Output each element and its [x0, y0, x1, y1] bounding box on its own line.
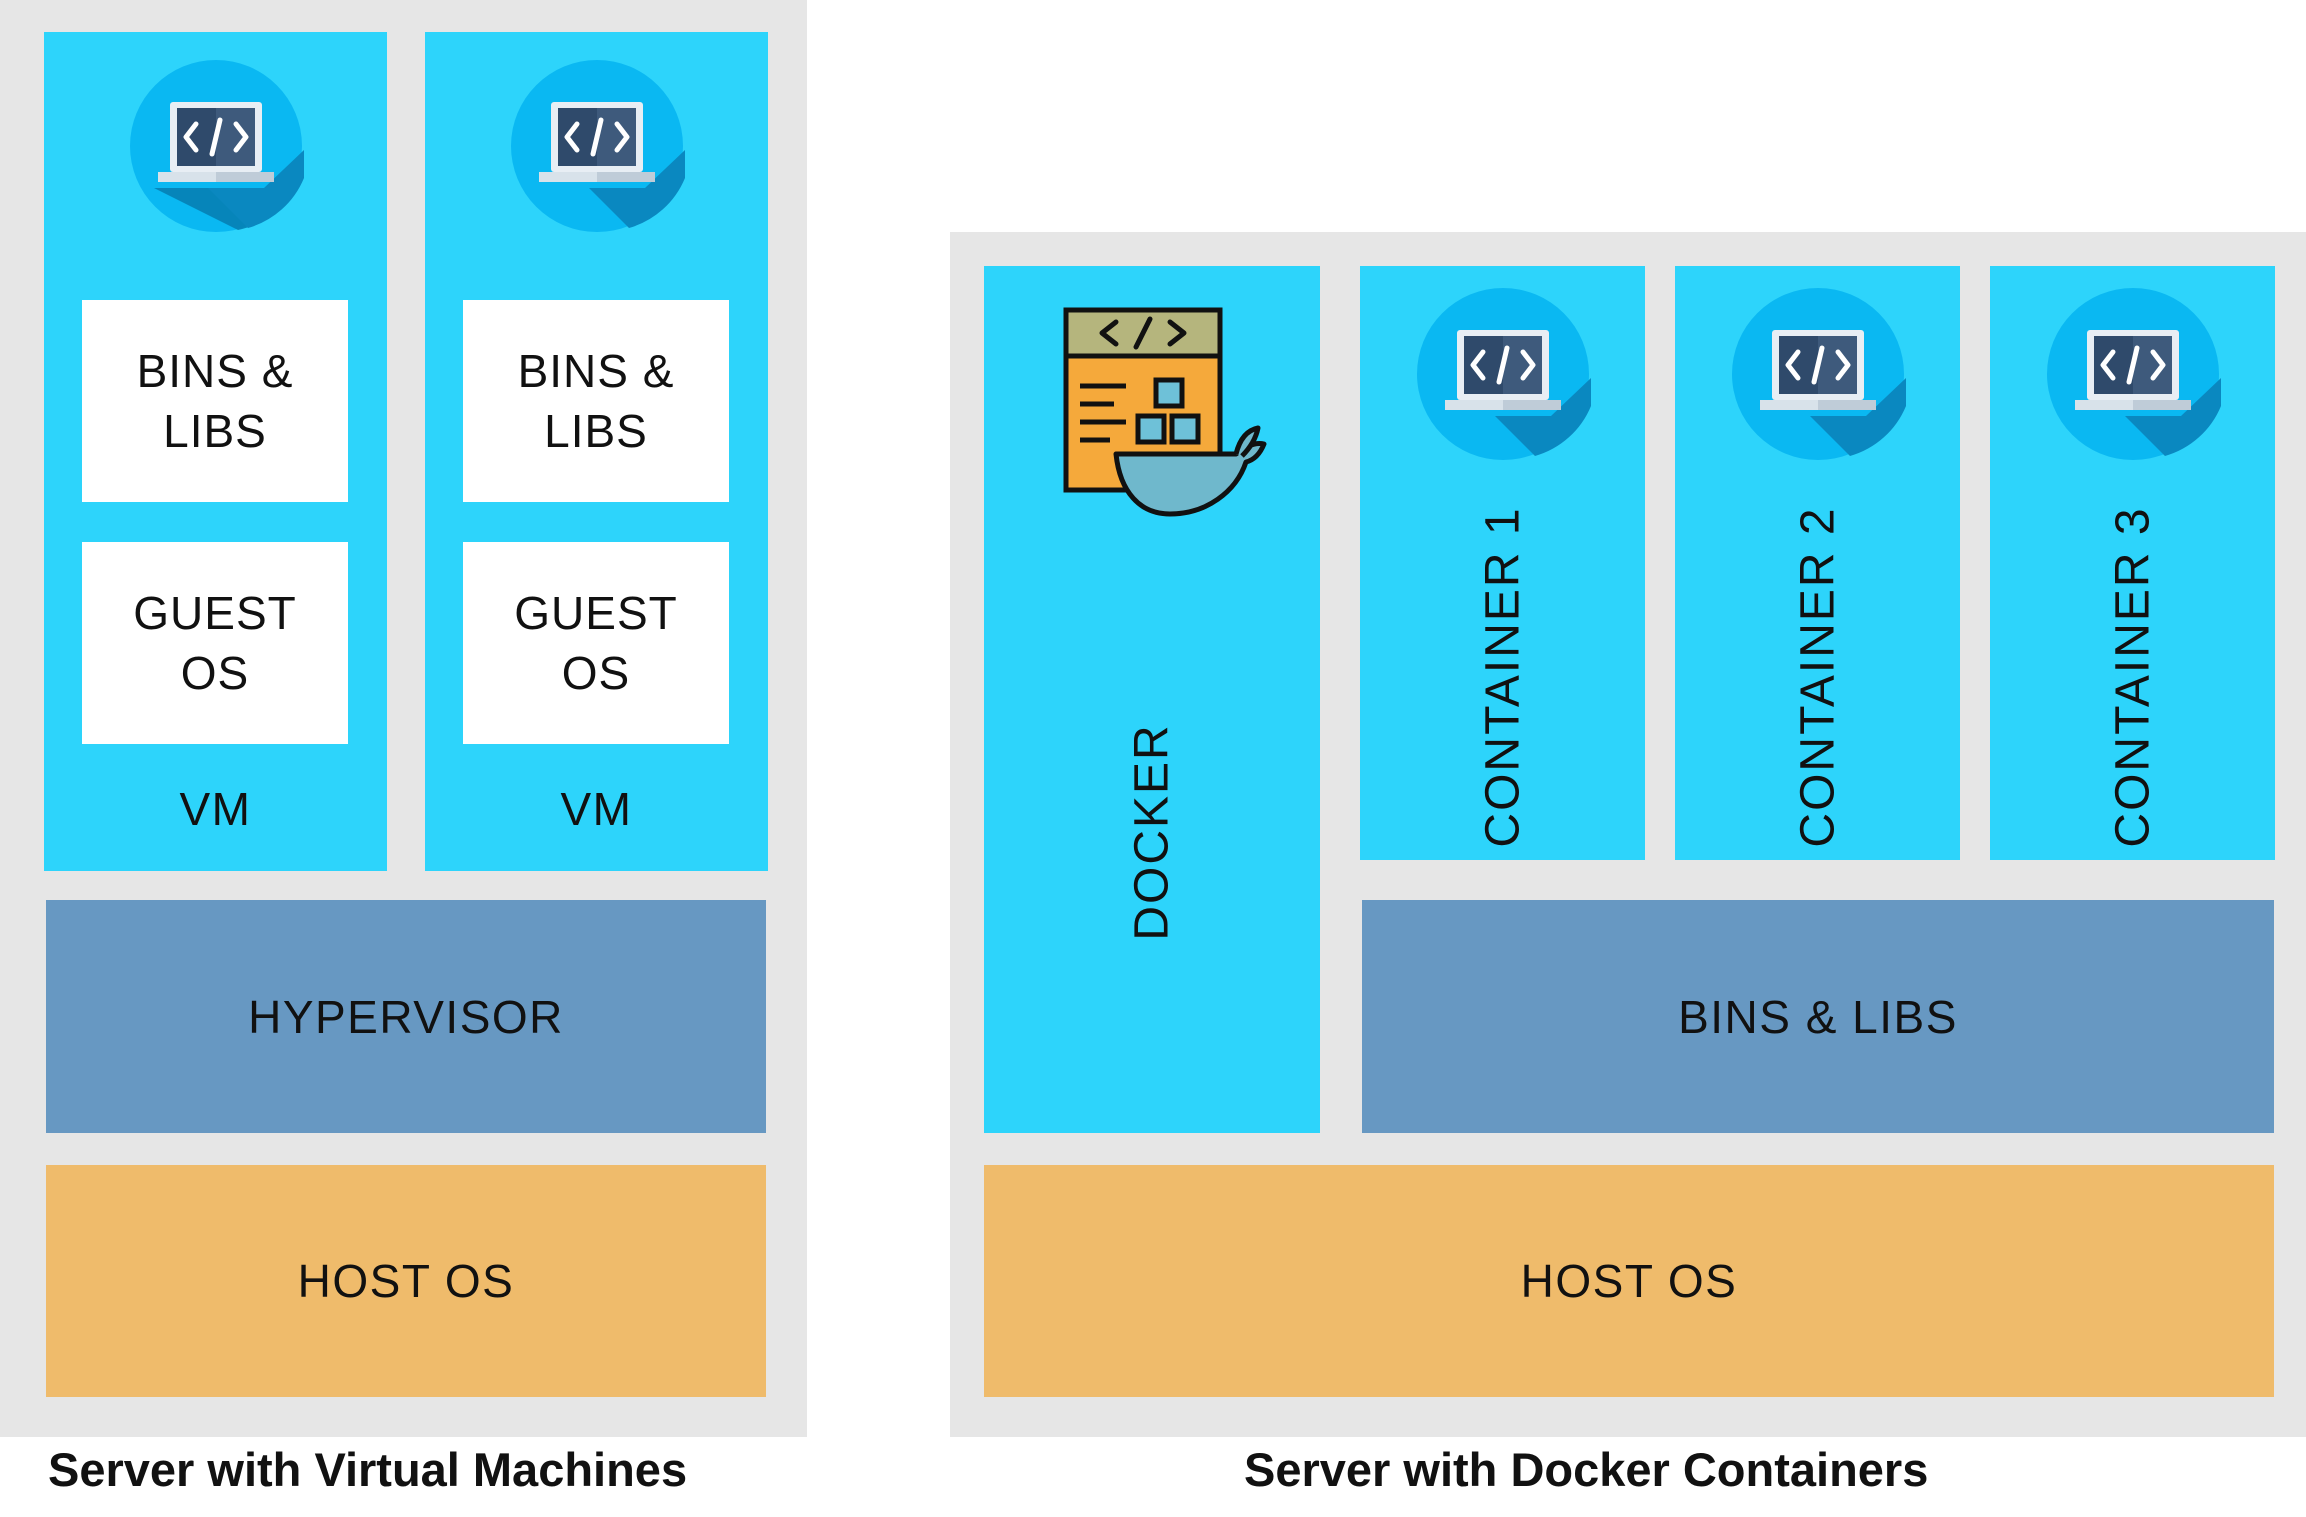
docker-whale-icon: [1060, 306, 1270, 526]
container-column-2: CONTAINER 2: [1675, 266, 1960, 860]
bins-libs-box: BINS & LIBS: [463, 300, 729, 502]
laptop-code-icon: [128, 58, 304, 234]
container-label: CONTAINER 1: [1476, 506, 1529, 848]
guest-os-box: GUEST OS: [82, 542, 348, 744]
docker-column: DOCKER: [984, 266, 1320, 1133]
bins-libs-box: BINS & LIBS: [82, 300, 348, 502]
container-column-1: CONTAINER 1: [1360, 266, 1645, 860]
laptop-code-icon: [1730, 286, 1906, 462]
container-label: CONTAINER 3: [2106, 506, 2159, 848]
vm-label: VM: [179, 783, 252, 835]
docker-label: DOCKER: [1125, 723, 1179, 941]
hypervisor-layer: HYPERVISOR: [46, 900, 766, 1133]
container-column-3: CONTAINER 3: [1990, 266, 2275, 860]
guest-os-box: GUEST OS: [463, 542, 729, 744]
laptop-code-icon: [509, 58, 685, 234]
vm-column-1: BINS & LIBS GUEST OS VM: [44, 32, 387, 871]
container-label: CONTAINER 2: [1791, 506, 1844, 848]
bins-libs-layer: BINS & LIBS: [1362, 900, 2274, 1133]
laptop-code-icon: [2045, 286, 2221, 462]
vm-column-2: BINS & LIBS GUEST OS VM: [425, 32, 768, 871]
host-os-layer: HOST OS: [984, 1165, 2274, 1397]
docker-server-caption: Server with Docker Containers: [1244, 1443, 1929, 1496]
vm-server-caption: Server with Virtual Machines: [48, 1443, 688, 1496]
laptop-code-icon: [1415, 286, 1591, 462]
vm-label: VM: [560, 783, 633, 835]
host-os-layer: HOST OS: [46, 1165, 766, 1397]
